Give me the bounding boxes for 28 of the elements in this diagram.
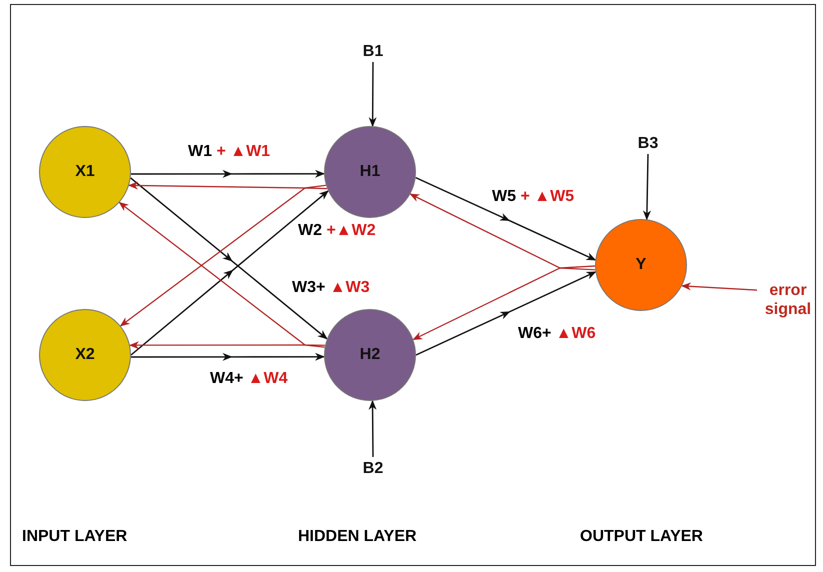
neuron-label: X2 [75,346,95,364]
backpropagation-arrow [128,182,326,190]
layer-label: HIDDEN LAYER [298,528,417,546]
arrow [368,400,377,457]
bias-label: B3 [633,132,663,154]
bias-label: B2 [358,457,388,479]
neuron-label: H1 [360,163,380,181]
backpropagation-arrow [120,187,328,326]
neuron-label: Y [636,256,646,274]
neuron-label: H2 [360,346,380,364]
arrow [415,176,596,261]
backpropagation-arrow [409,194,596,269]
arrow [416,271,596,356]
neuron-label: X1 [75,163,95,181]
backpropagation-arrow [412,267,596,340]
error-signal-label: error signal [757,280,819,320]
arrow [131,170,324,178]
arrow [642,154,651,220]
layer-label: INPUT LAYER [22,528,128,546]
arrow [130,190,329,356]
backpropagation-arrow [129,341,325,350]
layer-label: OUTPUT LAYER [580,528,703,546]
arrow [131,353,324,361]
arrow [130,177,328,340]
backpropagation-arrow [681,282,758,291]
bias-label: B1 [358,40,388,62]
arrow [368,62,377,128]
backpropagation-arrow [118,202,325,346]
